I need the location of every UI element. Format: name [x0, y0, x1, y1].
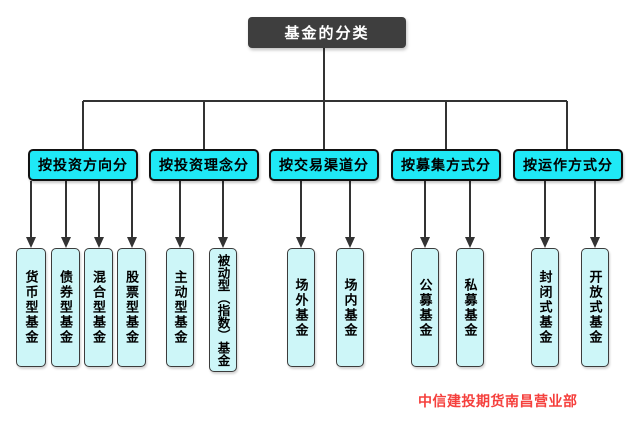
category-node-fundraising-method: 按募集方式分 [391, 149, 501, 181]
arrowhead-icon [61, 237, 71, 248]
leaf-node-public-fund: 公募基金 [411, 248, 439, 367]
leaf-node-open-end-fund: 开放式基金 [581, 248, 609, 367]
category-node-trading-channel: 按交易渠道分 [269, 149, 379, 181]
arrowhead-icon [465, 237, 475, 248]
leaf-node-equity-fund: 股票型基金 [117, 248, 146, 367]
leaf-node-private-fund: 私募基金 [456, 248, 484, 367]
category-node-investment-direction: 按投资方向分 [28, 149, 138, 181]
arrowhead-icon [127, 237, 137, 248]
arrowhead-icon [218, 237, 228, 248]
arrowhead-icon [94, 237, 104, 248]
leaf-node-otc-fund: 场外基金 [287, 248, 315, 367]
category-node-investment-philosophy: 按投资理念分 [149, 149, 259, 181]
arrowhead-icon [420, 237, 430, 248]
root-node-fund-classification: 基金的分类 [248, 17, 406, 48]
footer-watermark: 中信建投期货南昌营业部 [418, 393, 578, 409]
leaf-node-passive-index-fund: 被动型（指数）基金 [209, 248, 237, 372]
arrowhead-icon [26, 237, 36, 248]
leaf-node-money-market-fund: 货币型基金 [16, 248, 46, 367]
leaf-node-bond-fund: 债券型基金 [51, 248, 80, 367]
arrowhead-icon [296, 237, 306, 248]
leaf-node-active-fund: 主动型基金 [166, 248, 194, 367]
arrowhead-icon [175, 237, 185, 248]
arrowhead-icon [590, 237, 600, 248]
leaf-node-hybrid-fund: 混合型基金 [84, 248, 113, 367]
category-node-operation-method: 按运作方式分 [513, 149, 623, 181]
arrowhead-icon [540, 237, 550, 248]
leaf-node-exchange-fund: 场内基金 [336, 248, 364, 367]
arrowhead-icon [345, 237, 355, 248]
leaf-node-closed-end-fund: 封闭式基金 [531, 248, 559, 367]
